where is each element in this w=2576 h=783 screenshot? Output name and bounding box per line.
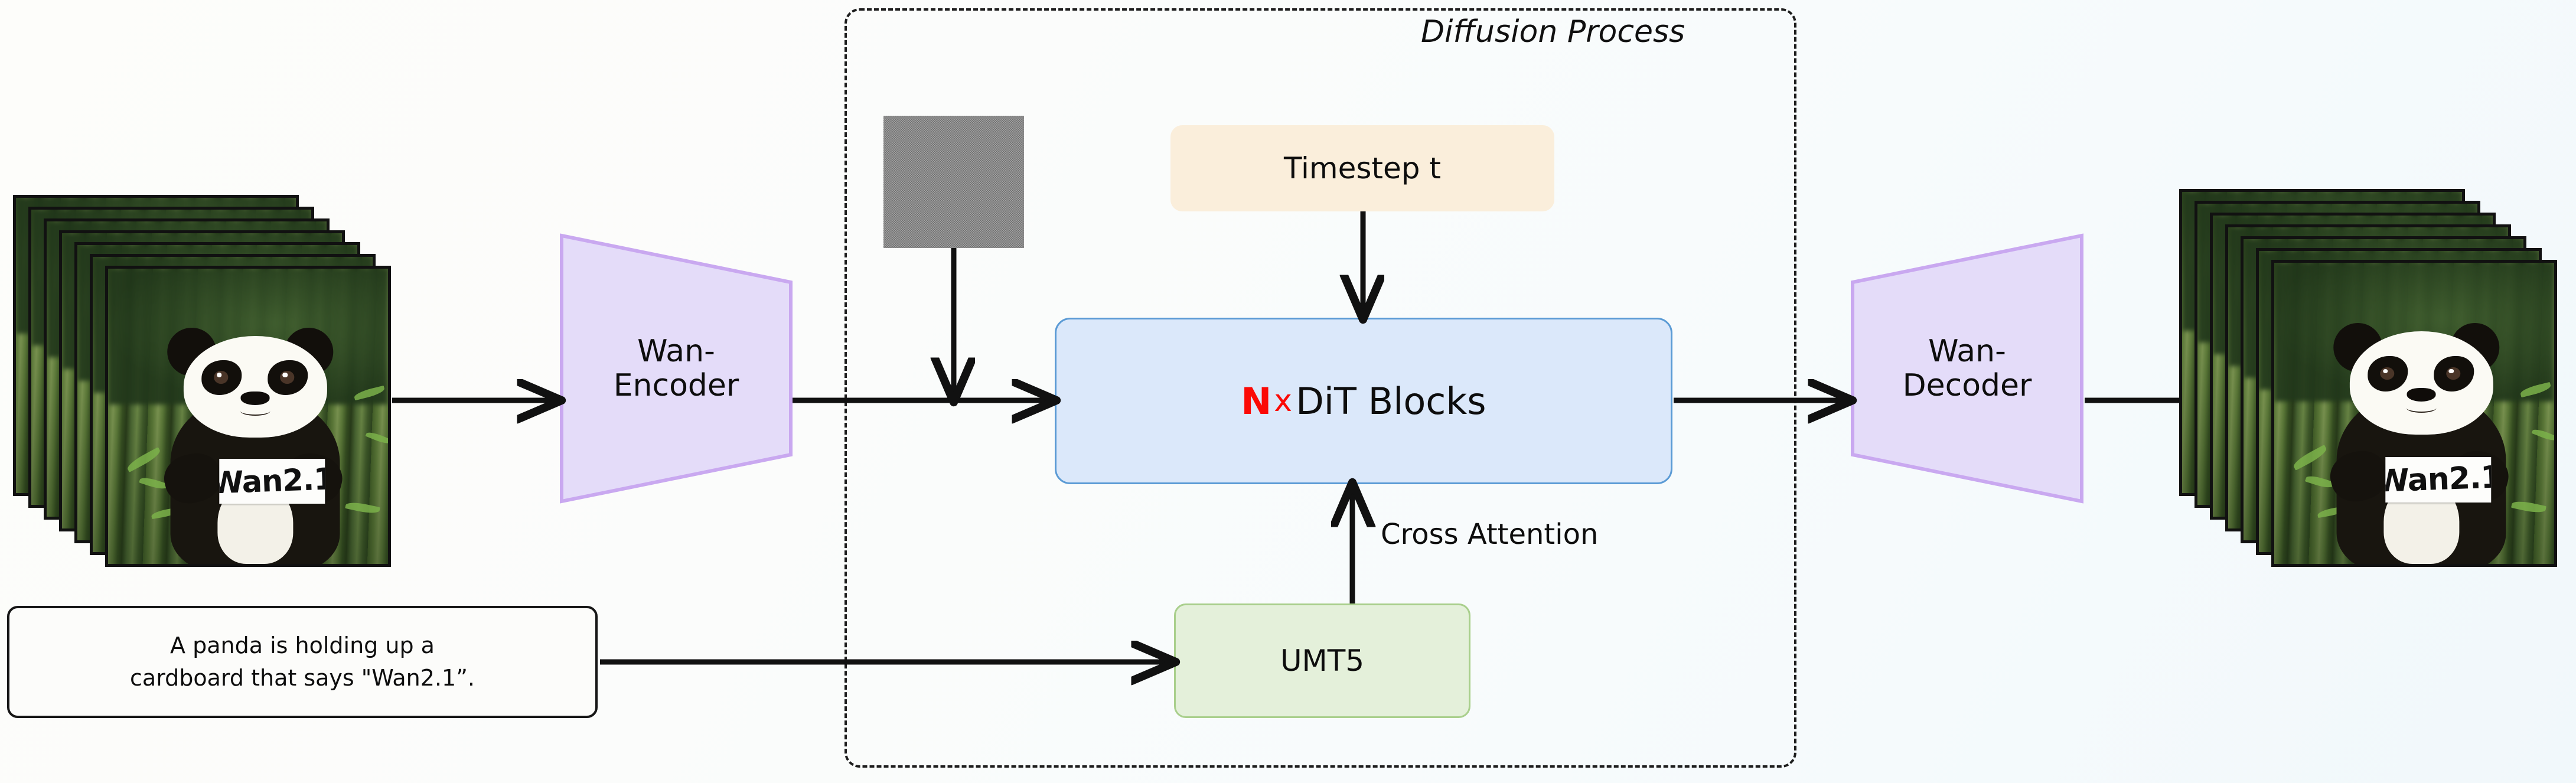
panda-mouth <box>240 406 270 416</box>
cardboard-sign: Wan2.1 <box>219 459 325 504</box>
cardboard-sign-text: Wan2.1 <box>2385 459 2492 500</box>
umt5-node[interactable]: UMT5 <box>1174 603 1470 718</box>
panda-eye <box>279 371 294 384</box>
input-video-frames: Wan2.1Wan2.1Wan2.1Wan2.1Wan2.1Wan2.1Wan2… <box>13 195 391 567</box>
output-video-frames: Wan2.1Wan2.1Wan2.1Wan2.1Wan2.1Wan2.1Wan2… <box>2179 189 2557 567</box>
panda: Wan2.1 <box>2326 318 2515 564</box>
panda-nose <box>2407 388 2436 402</box>
panda-scene: Wan2.1 <box>2274 263 2554 564</box>
panda-eye <box>214 371 229 384</box>
timestep-label: Timestep t <box>1283 151 1441 185</box>
cardboard-sign: Wan2.1 <box>2385 456 2492 503</box>
dit-blocks-label: DiT Blocks <box>1296 379 1486 423</box>
panda-mouth <box>2406 403 2437 413</box>
dit-repeat-count: N <box>1241 379 1272 423</box>
panda-nose <box>240 392 270 405</box>
dit-multiply-symbol: x <box>1274 383 1293 419</box>
cardboard-sign-text: Wan2.1 <box>219 461 325 501</box>
text-prompt-line1: A panda is holding up a <box>170 632 435 658</box>
diffusion-process-label: Diffusion Process <box>1421 14 1685 50</box>
timestep-node[interactable]: Timestep t <box>1170 125 1554 211</box>
panda-scene: Wan2.1 <box>108 269 388 564</box>
panda: Wan2.1 <box>159 323 349 564</box>
diffusion-process-container <box>844 8 1796 768</box>
dit-blocks-node[interactable]: N x DiT Blocks <box>1055 318 1672 484</box>
text-prompt-line2: cardboard that says "Wan2.1”. <box>130 665 475 691</box>
text-prompt-node[interactable]: A panda is holding up a cardboard that s… <box>7 606 598 718</box>
video-frame: Wan2.1 <box>2271 260 2557 567</box>
cross-attention-label: Cross Attention <box>1381 518 1599 551</box>
panda-eye <box>2445 367 2460 380</box>
umt5-label: UMT5 <box>1280 644 1365 678</box>
gaussian-noise-patch <box>883 116 1024 248</box>
panda-eye <box>2380 367 2395 380</box>
video-frame: Wan2.1 <box>105 266 391 567</box>
